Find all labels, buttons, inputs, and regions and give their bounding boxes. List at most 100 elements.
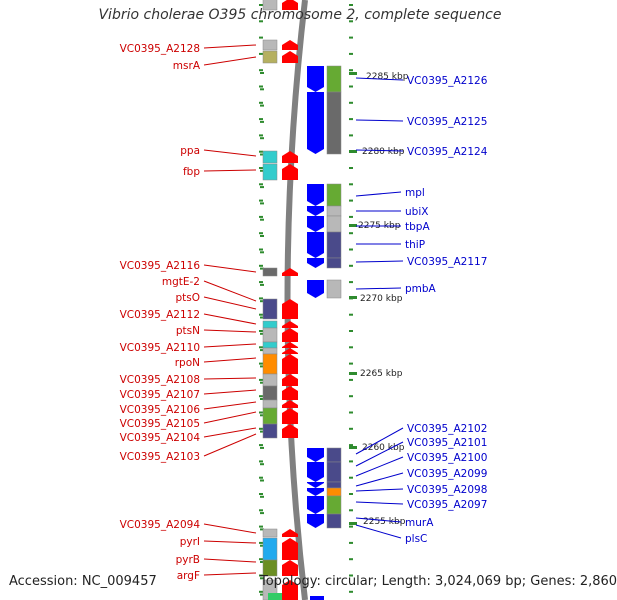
tick-mark — [349, 411, 353, 414]
leader-line — [203, 343, 257, 348]
tick-mark — [349, 509, 353, 512]
tick-mark — [260, 153, 264, 156]
feature-cog-box — [262, 267, 278, 277]
gene-arrow-forward — [282, 408, 298, 424]
tick-mark — [349, 248, 353, 251]
gene-label-left: VC0395_A2107 — [120, 389, 200, 401]
accession-text: Accession: NC_009457 — [9, 574, 157, 589]
scale-label: 2280 kbp — [362, 147, 405, 157]
tick-mark — [349, 330, 353, 332]
feature-cog-box — [262, 347, 278, 355]
tick-mark — [259, 558, 263, 561]
gene-label-right: VC0395_A2100 — [407, 452, 487, 464]
leader-line — [355, 260, 404, 263]
leader-line — [203, 313, 257, 325]
tick-mark — [349, 36, 353, 39]
tick-mark — [259, 281, 263, 284]
tick-mark — [349, 574, 353, 577]
gene-label-left: VC0395_A2094 — [120, 519, 201, 531]
feature-cog-box — [326, 65, 342, 93]
gene-label-right: thiP — [405, 239, 425, 251]
gene-label-left: VC0395_A2110 — [120, 342, 200, 354]
tick-mark — [259, 134, 263, 137]
reverse-strand-track — [307, 65, 342, 529]
tick-mark — [349, 167, 353, 169]
tick-mark — [259, 411, 263, 414]
gene-arrow-reverse — [307, 514, 324, 528]
feature-cog-box — [326, 257, 342, 269]
tick-mark — [260, 495, 264, 498]
tick-mark — [260, 120, 264, 123]
tick-mark — [260, 430, 264, 433]
gene-label-right: VC0395_A2098 — [407, 484, 487, 496]
gene-label-right: tbpA — [405, 221, 430, 233]
topology-text: Topology: circular; Length: 3,024,069 bp… — [260, 574, 617, 589]
feature-cog-box — [262, 559, 278, 577]
tick-mark — [259, 167, 263, 169]
scale-label: 2285 kbp — [366, 72, 409, 82]
gene-label-right: VC0395_A2102 — [407, 423, 487, 435]
tick-mark — [260, 512, 264, 515]
tick-mark — [260, 169, 264, 172]
tick-mark — [259, 476, 263, 479]
tick-mark — [349, 20, 353, 23]
feature-cog-box — [326, 231, 342, 259]
gene-arrow-reverse — [307, 258, 324, 268]
leader-line — [355, 488, 404, 492]
gene-arrow-forward — [282, 386, 298, 400]
tick-mark — [260, 365, 264, 368]
gene-arrow-reverse — [307, 482, 324, 488]
gene-label-left: VC0395_A2103 — [120, 451, 200, 463]
tick-mark — [349, 281, 353, 284]
chromosome-backbone — [284, 0, 308, 600]
tick-mark — [259, 313, 263, 316]
gene-arrow-forward — [282, 299, 298, 319]
genome-map-view: { "title": "Vibrio cholerae O395 chromos… — [9, 0, 617, 600]
gene-arrow-forward — [282, 40, 298, 50]
gene-arrow-reverse — [307, 66, 324, 92]
gene-arrow-reverse — [307, 280, 324, 298]
feature-cog-box — [262, 39, 278, 51]
leader-line — [203, 169, 257, 172]
gene-label-right: VC0395_A2117 — [407, 256, 487, 268]
tick-mark — [260, 528, 264, 531]
tick-mark — [349, 52, 353, 55]
tick-mark — [260, 544, 264, 547]
gene-label-right: VC0395_A2124 — [407, 146, 488, 158]
gene-label-left: ptsN — [176, 325, 200, 337]
leader-line — [355, 119, 404, 122]
leader-line — [203, 427, 257, 438]
gene-arrow-reverse — [307, 216, 324, 232]
tick-mark — [259, 346, 263, 349]
tick-mark — [260, 446, 264, 449]
tick-mark — [349, 476, 353, 479]
tick-mark — [260, 398, 264, 400]
gene-label-right: plsC — [405, 533, 427, 545]
gene-label-left: pyrI — [180, 536, 200, 548]
tick-mark — [349, 525, 353, 528]
major-tick — [349, 372, 357, 375]
tick-mark — [349, 313, 353, 316]
tick-mark — [260, 463, 264, 466]
leader-line — [203, 357, 257, 363]
tick-mark — [349, 395, 353, 398]
tick-marks — [259, 4, 357, 596]
forward-strand-track — [262, 0, 298, 600]
leader-line — [203, 523, 257, 534]
tick-mark — [259, 101, 263, 104]
feature-cog-box — [326, 461, 342, 483]
tick-mark — [260, 104, 264, 107]
tick-mark — [259, 362, 263, 365]
tick-mark — [260, 218, 264, 221]
leader-line — [355, 517, 402, 523]
leader-line — [203, 149, 257, 157]
tick-mark — [349, 427, 353, 430]
tick-mark — [260, 186, 264, 189]
leader-line — [203, 411, 257, 424]
tick-mark — [349, 590, 353, 593]
tick-mark — [259, 183, 263, 186]
gene-label-left: rpoN — [175, 357, 200, 369]
tick-mark — [349, 85, 353, 88]
tick-mark — [259, 330, 263, 332]
